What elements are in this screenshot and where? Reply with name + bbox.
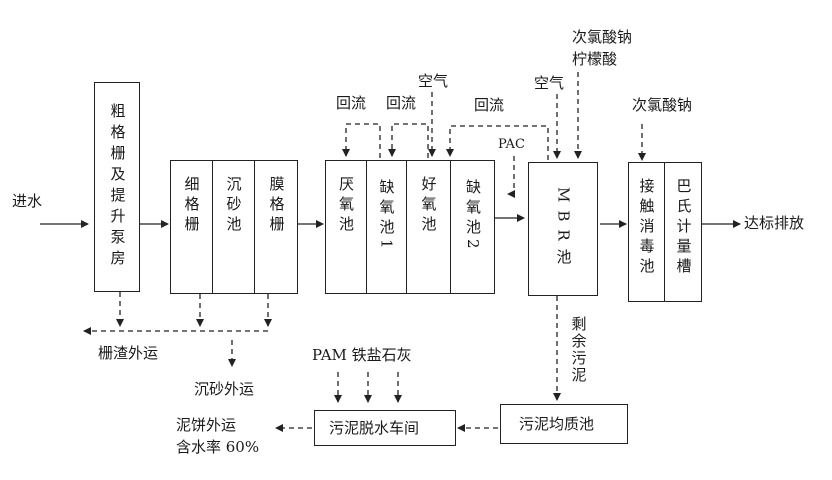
fine-screen-group-box [170, 160, 298, 294]
grit-label: 沉砂外运 [194, 380, 255, 398]
sludge-dewatering-label: 污泥脱水车间 [329, 419, 420, 437]
parshall-divider [664, 162, 665, 302]
anoxic1-label: 缺氧池1 [377, 178, 396, 254]
outlet-label: 达标排放 [744, 214, 805, 232]
anaerobic-label: 厌氧池 [337, 176, 355, 236]
inlet-label: 进水 [12, 192, 43, 210]
grit-tank-label: 沉砂池 [224, 176, 243, 236]
parshall-label: 巴氏计量槽 [674, 178, 693, 278]
fine-screen-label: 细格栅 [182, 176, 201, 236]
air-label-1: 空气 [418, 72, 449, 90]
pac-line [507, 156, 515, 198]
chem-mbr-label-2: 柠檬酸 [572, 50, 618, 68]
bio-tank-group-box [325, 160, 495, 294]
aerobic-label: 好氧池 [419, 176, 438, 236]
mbr-box: MBR池 [528, 162, 598, 296]
sludge-dewatering-box: 污泥脱水车间 [314, 410, 456, 446]
coarse-screen-label: 粗格栅及提升泵房 [95, 83, 139, 291]
reflux-label-3: 回流 [474, 96, 505, 114]
excess-sludge-label: 剩余污泥 [569, 316, 588, 384]
grit-divider [212, 160, 213, 294]
reflux-label-2: 回流 [386, 94, 417, 112]
membrane-screen-label: 膜格栅 [267, 176, 286, 236]
dewatering-chems-label: PAM 铁盐石灰 [312, 346, 412, 364]
membrane-divider [254, 160, 255, 294]
disinfection-label: 接触消毒池 [637, 178, 656, 278]
disinfection-group-box [628, 162, 702, 302]
chem-mbr-label-1: 次氯酸钠 [572, 28, 633, 46]
pac-label: PAC [498, 137, 525, 152]
anoxic1-divider [366, 160, 367, 294]
reflux-line-3 [446, 125, 549, 160]
cake-label-1: 泥饼外运 [176, 416, 237, 434]
reflux-line-1 [342, 123, 381, 158]
screenings-label: 栅渣外运 [98, 344, 159, 362]
coarse-screen-text: 粗格栅及提升泵房 [108, 103, 127, 271]
chem-disinfection-label: 次氯酸钠 [632, 96, 693, 114]
sludge-homogenizing-box: 污泥均质池 [500, 404, 628, 444]
sludge-homogenizing-label: 污泥均质池 [519, 415, 595, 433]
reflux-label-1: 回流 [336, 94, 367, 112]
mbr-label: MBR池 [554, 186, 573, 272]
anoxic2-divider [450, 160, 451, 294]
cake-label-2: 含水率 60% [176, 438, 260, 456]
air-label-2: 空气 [534, 74, 565, 92]
reflux-line-2 [388, 123, 429, 158]
aerobic-divider [406, 160, 407, 294]
anoxic2-label: 缺氧池2 [464, 178, 482, 254]
coarse-screen-box: 粗格栅及提升泵房 [94, 82, 140, 292]
